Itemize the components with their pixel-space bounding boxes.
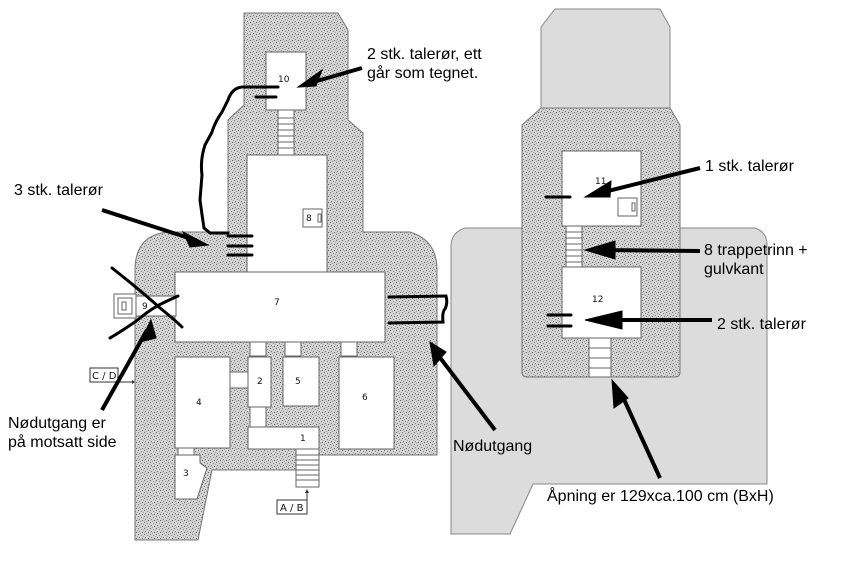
cross-out-mark-a — [110, 266, 184, 329]
room-label-5: 5 — [295, 377, 301, 387]
annotation-line: 2 stk. talerør, ett — [367, 46, 482, 63]
annotation-line: 8 trappetrinn + — [704, 242, 808, 259]
right-bunker: 11 12 — [450, 8, 768, 535]
annotation-line: Nødutgang — [453, 438, 533, 455]
annotation-room10-pipes: 2 stk. talerør, ett går som tegnet. — [367, 45, 482, 83]
annotation-emergency-exit: Nødutgang — [453, 437, 532, 456]
room-label-10: 10 — [278, 75, 290, 85]
arrow-stairs-head — [583, 240, 616, 260]
room-label-9: 9 — [142, 302, 148, 312]
annotation-line: gulvkant — [704, 261, 764, 278]
room-label-2: 2 — [257, 377, 263, 387]
left-bunker: 10 8 7 9 4 2 5 6 1 3 C / D A / B — [89, 12, 438, 541]
section-marker-cd: C / D — [89, 367, 135, 384]
arrow-stairs — [599, 248, 701, 253]
room-4 — [174, 356, 231, 449]
room-label-8: 8 — [306, 214, 312, 224]
section-label-ab: A / B — [280, 503, 304, 514]
ladder-right-lower — [588, 337, 612, 378]
room-7 — [174, 271, 386, 343]
annotation-line: på motsatt side — [8, 434, 117, 451]
arrow-room11 — [599, 166, 701, 195]
annotation-room12-pipes: 2 stk. talerør — [717, 315, 806, 334]
room-10 — [265, 51, 307, 111]
annotation-line: går som tegnet. — [367, 65, 479, 82]
speaking-tube-route — [198, 85, 278, 235]
arrow-opening — [620, 394, 662, 479]
ladder-right-upper — [565, 225, 583, 269]
stairs-entrance — [295, 448, 320, 488]
annotation-emergency-other-side: Nødutgang er på motsatt side — [8, 414, 117, 452]
arrow-emergency-other-side — [100, 329, 149, 411]
hand-markings — [108, 85, 573, 340]
room-label-11: 11 — [595, 177, 606, 187]
room-label-6: 6 — [362, 393, 368, 403]
emergency-exit-outline — [387, 294, 449, 325]
room-label-12: 12 — [592, 295, 603, 305]
room-1 — [247, 426, 320, 450]
annotation-line: Åpning er 129xca.100 cm (BxH) — [547, 488, 774, 505]
room-3 — [174, 454, 208, 500]
arrow-opening-head — [611, 378, 629, 409]
arrow-room12-head — [584, 310, 623, 330]
passage-2-1 — [249, 406, 267, 428]
room-5 — [282, 356, 320, 407]
annotation-stairs: 8 trappetrinn + gulvkant — [704, 241, 808, 279]
arrow-room7-pipes — [101, 208, 196, 242]
arrow-emergency-head — [429, 340, 447, 368]
passage-4-2 — [229, 371, 249, 389]
passage-4-3 — [177, 447, 195, 456]
section-label-cd: C / D — [92, 371, 117, 382]
room-8-door — [317, 213, 322, 223]
passage-7-2 — [249, 341, 267, 357]
annotation-opening: Åpning er 129xca.100 cm (BxH) — [547, 487, 774, 506]
annotation-arrows — [100, 66, 712, 479]
room-8 — [302, 208, 323, 228]
passage-7-6 — [340, 341, 358, 357]
cross-out-mark-b — [108, 294, 180, 340]
room-label-3: 3 — [183, 469, 189, 479]
ladder-upper — [277, 109, 295, 157]
annotation-line: 2 stk. talerør — [717, 316, 806, 333]
annotation-room7-pipes: 3 stk. talerør — [14, 181, 103, 200]
room-label-4: 4 — [196, 398, 202, 408]
annotation-line: Nødutgang er — [8, 415, 106, 432]
arrow-room10-head — [296, 68, 324, 88]
room-label-7: 7 — [274, 298, 280, 308]
arrow-room7-pipes-head — [181, 230, 210, 248]
passage-7-5 — [284, 341, 302, 357]
section-marker-ab: A / B — [276, 489, 309, 515]
annotation-room11-pipe: 1 stk. talerør — [705, 157, 794, 176]
room-label-1: 1 — [300, 434, 306, 444]
arrow-emergency — [436, 353, 497, 432]
arrow-room10 — [309, 66, 363, 85]
arrow-room11-head — [583, 180, 612, 198]
ground-top-block — [540, 8, 671, 109]
annotation-line: 3 stk. talerør — [14, 182, 103, 199]
annotation-line: 1 stk. talerør — [705, 158, 794, 175]
room-11-box-door — [631, 202, 636, 212]
arrow-emergency-other-side-head — [139, 318, 157, 343]
room-6 — [338, 356, 395, 450]
